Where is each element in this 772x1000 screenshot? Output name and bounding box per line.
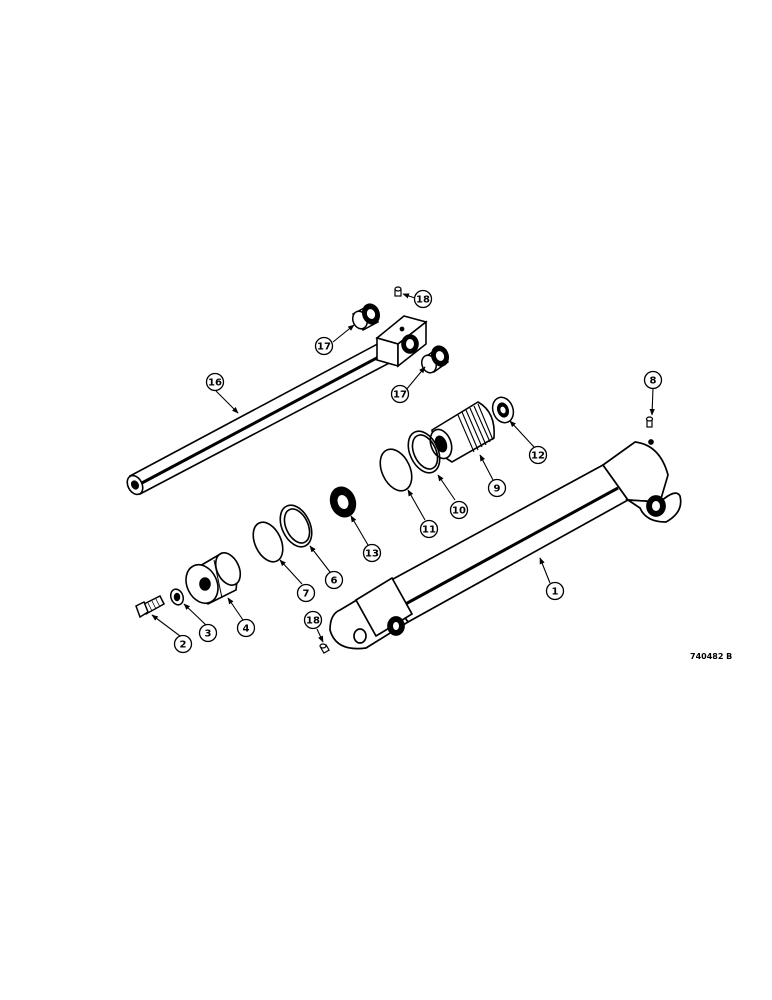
callout-4-label: 4 — [243, 624, 250, 635]
wiper-seal — [491, 396, 515, 424]
callout-11-label: 11 — [422, 525, 436, 536]
callout-7-label: 7 — [303, 589, 310, 600]
piston-seal — [279, 504, 313, 548]
callout-13: 13 — [362, 543, 382, 563]
bolt — [135, 594, 165, 619]
bushing-lower — [420, 345, 450, 374]
callout-2: 2 — [173, 634, 193, 654]
piston — [185, 552, 242, 605]
callout-16: 16 — [205, 372, 225, 392]
callout-9: 9 — [487, 478, 507, 498]
callout-18-top: 18 — [413, 289, 433, 309]
callout-12-label: 12 — [531, 451, 545, 462]
callout-8-label: 8 — [650, 376, 657, 387]
piston-rod — [126, 338, 397, 496]
callout-7: 7 — [296, 583, 316, 603]
callout-6-label: 6 — [331, 576, 338, 587]
callout-10-label: 10 — [452, 506, 466, 517]
o-ring-gland — [379, 448, 413, 492]
callouts: 18 17 17 16 8 12 9 10 11 13 6 7 4 3 2 1 … — [173, 289, 663, 654]
rod-seal — [329, 486, 357, 518]
callout-18-top-label: 18 — [416, 295, 430, 306]
callout-17-upper-label: 17 — [317, 342, 331, 353]
callout-18-bottom: 18 — [303, 610, 323, 630]
grease-fitting-barrel — [645, 416, 654, 428]
backup-ring — [407, 430, 441, 474]
callout-3: 3 — [198, 623, 218, 643]
callout-2-label: 2 — [180, 640, 187, 651]
callout-17-lower: 17 — [390, 384, 410, 404]
callout-4: 4 — [236, 618, 256, 638]
callout-18-bottom-label: 18 — [306, 616, 320, 627]
callout-12: 12 — [528, 445, 548, 465]
figure-id: 740482 B — [690, 652, 732, 661]
bushing-upper — [351, 303, 381, 331]
grease-fitting-bottom — [319, 643, 330, 654]
grease-fitting-top — [394, 286, 402, 297]
callout-17-lower-label: 17 — [393, 390, 407, 401]
callout-10: 10 — [449, 500, 469, 520]
callout-8: 8 — [643, 370, 663, 390]
callout-9-label: 9 — [494, 484, 501, 495]
callout-11: 11 — [419, 519, 439, 539]
callout-16-label: 16 — [208, 378, 222, 389]
rod-eye-block — [375, 315, 428, 368]
leader-lines — [151, 293, 655, 643]
callout-17-upper: 17 — [314, 336, 334, 356]
washer — [169, 588, 185, 606]
callout-3-label: 3 — [205, 629, 212, 640]
callout-6: 6 — [324, 570, 344, 590]
callout-1-label: 1 — [552, 587, 559, 598]
callout-13-label: 13 — [365, 549, 379, 560]
cylinder-barrel — [329, 439, 682, 650]
o-ring-piston — [252, 521, 284, 563]
callout-1: 1 — [545, 581, 565, 601]
